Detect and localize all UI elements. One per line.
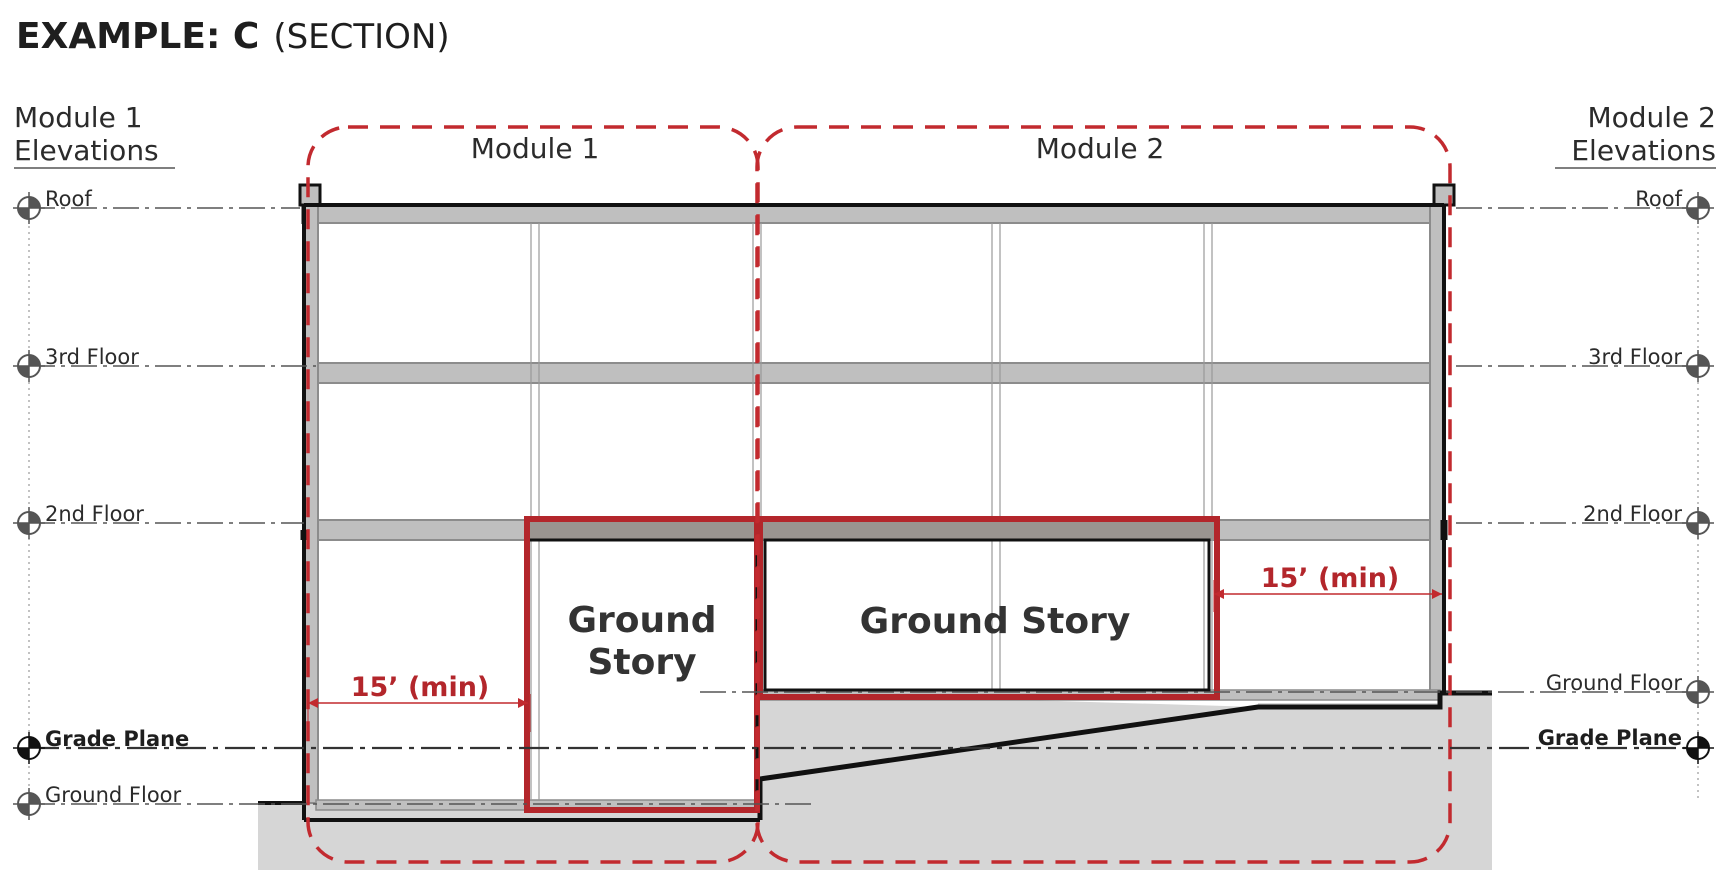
right-dimension-label: 15’ (min): [1261, 563, 1400, 594]
left-wall: [303, 204, 319, 804]
elevation-lines: [29, 207, 1698, 805]
left-roof-label: Roof: [45, 187, 92, 211]
left-second-marker: [13, 507, 45, 539]
left-ground-marker: [13, 788, 45, 820]
right-second-label: 2nd Floor: [1583, 502, 1682, 526]
right-second-marker: [1682, 507, 1714, 539]
left-dimension-arrow-start: [308, 698, 318, 708]
left-grade-label: Grade Plane: [45, 727, 189, 751]
diagram-title: EXAMPLE: C (SECTION): [16, 16, 450, 57]
left-ground-label: Ground Floor: [45, 783, 182, 807]
left-roof-marker: [13, 192, 45, 224]
earth-fill-right: [758, 692, 1492, 870]
left-elevations-title-1: Module 1: [14, 101, 143, 134]
right-dimension-arrow-end: [1432, 589, 1442, 599]
left-third-label: 3rd Floor: [45, 345, 139, 369]
right-elevations-title-1: Module 2: [1587, 101, 1716, 134]
module-2-boundary: [755, 125, 1452, 864]
left-second-label: 2nd Floor: [45, 502, 144, 526]
right-third-marker: [1682, 350, 1714, 382]
module-1-boundary: [306, 125, 760, 864]
left-grade-marker: [13, 732, 45, 764]
roof-slab: [301, 204, 1445, 224]
m2-ground-story-inner: [763, 538, 1211, 692]
right-grade-label: Grade Plane: [1538, 726, 1682, 750]
m1-ground-story-label-1: Ground: [567, 600, 716, 641]
left-third-marker: [13, 350, 45, 382]
right-grade-marker: [1682, 732, 1714, 764]
interior-columns: [530, 223, 1213, 800]
right-third-label: 3rd Floor: [1588, 345, 1682, 369]
left-dimension-label: 15’ (min): [351, 672, 490, 703]
ground-story-slab-dark: [527, 520, 1217, 540]
m2-ground-story-box: [757, 516, 1220, 700]
right-roof-label: Roof: [1635, 187, 1682, 211]
left-elevation-markers: [13, 192, 45, 820]
right-elevations-title-2: Elevations: [1571, 134, 1716, 167]
right-wall: [1429, 204, 1445, 694]
right-dimension: 15’ (min): [1213, 563, 1442, 612]
m2-ground-story-label: Ground Story: [860, 601, 1131, 642]
right-ground-label: Ground Floor: [1546, 671, 1683, 695]
right-elevation-markers: [1682, 192, 1714, 764]
left-elevations-title-2: Elevations: [14, 134, 159, 167]
title-sub: (SECTION): [273, 17, 449, 57]
module-1-label: Module 1: [471, 132, 600, 165]
right-dimension-arrow-start: [1214, 589, 1224, 599]
left-parapet: [298, 183, 322, 207]
m1-ground-story-label-2: Story: [587, 642, 696, 683]
right-roof-marker: [1682, 192, 1714, 224]
module-2-label: Module 2: [1036, 132, 1165, 165]
left-dimension: 15’ (min): [307, 672, 531, 732]
title-main: EXAMPLE: C: [16, 16, 259, 57]
left-dimension-arrow-end: [518, 698, 528, 708]
third-floor-slab: [315, 362, 1431, 384]
right-ground-marker: [1682, 676, 1714, 708]
